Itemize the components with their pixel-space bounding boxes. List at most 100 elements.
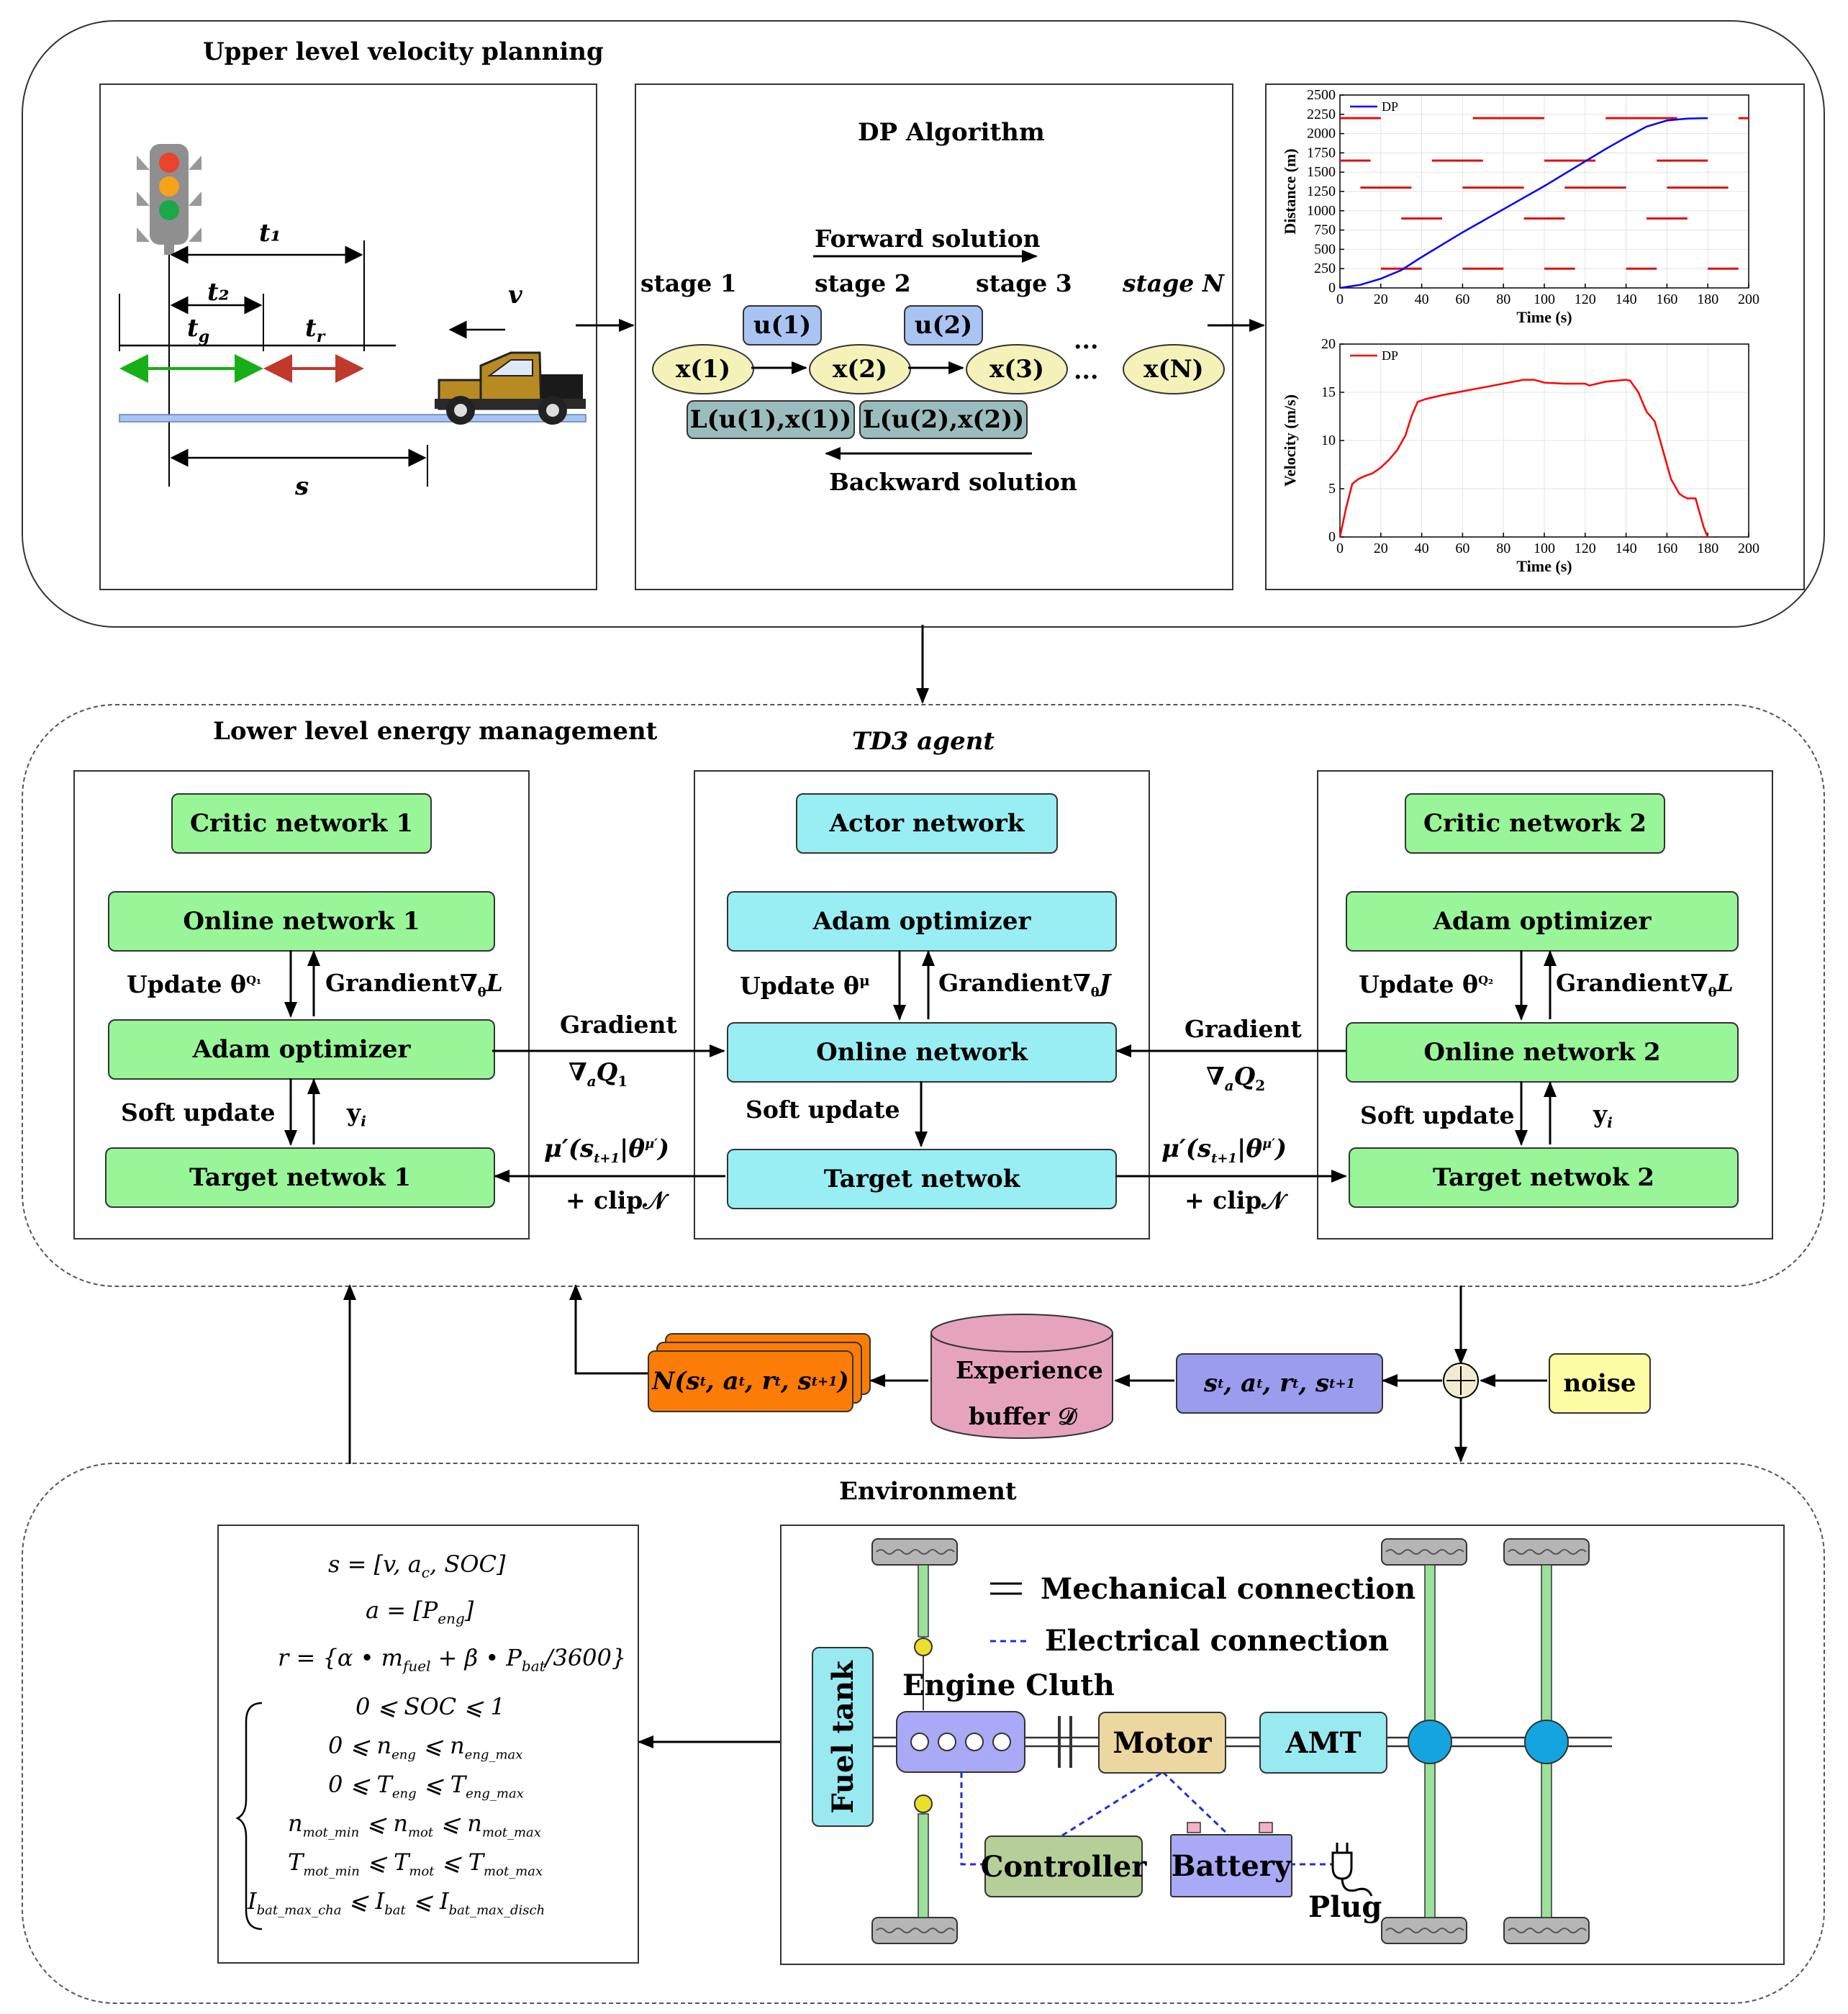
actor-online: Online network [727,1022,1117,1083]
x-tick-label: 160 [1656,292,1677,307]
x-axis-label: Time (s) [1516,308,1572,326]
dp-title: DP Algorithm [858,118,1045,147]
constraint-soc: 0 ⩽ SOC ⩽ 1 [355,1693,505,1720]
y-tick-label: 250 [1314,261,1336,276]
y-tick-label: 2500 [1307,87,1336,103]
control-u2: u(2) [904,305,983,346]
traffic-scene-panel: t₁ t₂ tg tr v s [99,83,597,590]
constraint-ibat: Ibat_max_cha ⩽ Ibat ⩽ Ibat_max_disch [248,1887,545,1918]
series-line [1339,117,1708,289]
gradient-q1-label: Gradient [560,1011,677,1039]
constraint-neng: 0 ⩽ neng ⩽ neng_max [328,1732,523,1763]
critic-2-target: Target netwok 2 [1349,1147,1739,1208]
constraint-tmot: Tmot_min ⩽ Tmot ⩽ Tmot_max [288,1848,543,1879]
forward-solution-label: Forward solution [815,225,1041,253]
t1-label: t₁ [259,219,281,248]
y-tick-label: 1750 [1307,145,1336,161]
x-tick-label: 100 [1534,541,1555,556]
x-tick-label: 20 [1374,541,1388,556]
t2-label: t₂ [207,278,230,307]
legend-label: DP [1382,348,1398,363]
stage-2-label: stage 2 [815,269,911,297]
y-tick-label: 15 [1321,384,1336,400]
battery-box: Battery [1170,1834,1292,1897]
x-tick-label: 60 [1455,541,1469,556]
clip-noise-right: + clip𝒩 [1185,1186,1285,1214]
x-tick-label: 0 [1336,541,1344,556]
y-axis-label: Distance (m) [1281,148,1299,234]
elec-connection-legend: Electrical connection [1045,1624,1390,1658]
noise-box: noise [1549,1353,1651,1414]
critic-1-online: Online network 1 [108,891,495,952]
motor-box: Motor [1098,1712,1226,1774]
y-tick-label: 0 [1328,280,1336,296]
truck-icon [435,351,586,425]
x-tick-label: 120 [1575,292,1596,307]
environment-title: Environment [839,1477,1017,1506]
stage-1-label: stage 1 [640,269,737,297]
y-tick-label: 5 [1328,481,1336,497]
series-line [1339,379,1709,538]
x-tick-label: 200 [1738,292,1759,307]
tg-label: tg [187,314,210,346]
action-equation: a = [Peng] [366,1597,474,1627]
x-tick-label: 40 [1415,292,1429,307]
y-tick-label: 1500 [1307,164,1336,180]
experience-buffer-line1: Experience [956,1356,1103,1384]
mdp-definition-panel [217,1525,639,1964]
state-x3: x(3) [966,344,1068,394]
td3-agent-title: TD3 agent [852,727,995,756]
x-axis-label: Time (s) [1516,557,1572,575]
critic-2-soft-update: Soft update [1360,1101,1515,1129]
critic-1-soft-update: Soft update [121,1098,276,1126]
traffic-scene-drawing [119,144,586,487]
traffic-light-icon [137,144,201,255]
y-tick-label: 1000 [1307,203,1336,219]
critic-1-title: Critic network 1 [171,793,432,854]
x-tick-label: 0 [1336,292,1344,307]
gradient-q1-expr: ∇aQ1 [569,1058,628,1090]
x-tick-label: 20 [1374,292,1388,307]
legend-label: DP [1382,99,1398,114]
amt-box: AMT [1259,1712,1387,1774]
stage-ellipsis-top: ··· [1074,333,1099,361]
target-policy-right: μ′(st+1|θμ′) [1161,1134,1287,1166]
x-tick-label: 140 [1616,541,1637,556]
gradient-q2-label: Gradient [1185,1015,1302,1043]
actor-gradient-label: Grandient∇θJ [938,969,1111,1001]
stage-n-label: stage N [1123,269,1224,297]
v-label: v [508,281,522,310]
y-tick-label: 0 [1328,529,1336,545]
state-equation: s = [v, ac, SOC] [328,1550,506,1581]
y-tick-label: 1250 [1307,184,1336,199]
critic-1-yi: yi [347,1098,366,1130]
plug-label: Plug [1308,1890,1382,1924]
critic-1-adam: Adam optimizer [108,1019,495,1080]
target-policy-left: μ′(st+1|θμ′) [544,1134,670,1166]
constraint-teng: 0 ⩽ Teng ⩽ Teng_max [328,1771,524,1802]
critic-1-target: Target netwok 1 [105,1147,495,1208]
critic-1-gradient-label: Grandient∇θL [325,969,503,1001]
reward-equation: r = {α • mfuel + β • Pbat/3600} [278,1644,627,1675]
y-tick-label: 750 [1314,222,1336,238]
fuel-tank: Fuel tank [812,1647,874,1827]
experience-buffer-line2: buffer 𝒟 [969,1402,1077,1430]
environment-section [22,1463,1825,2004]
critic-2-update-label: Update θQ₂ [1359,970,1494,998]
actor-target: Target netwok [727,1149,1117,1209]
x-tick-label: 140 [1616,292,1637,307]
x-tick-label: 180 [1697,292,1718,307]
x-tick-label: 60 [1455,292,1469,307]
x-tick-label: 80 [1496,541,1510,556]
critic-2-online: Online network 2 [1346,1022,1739,1083]
stage-3-label: stage 3 [976,269,1072,297]
state-xn: x(N) [1123,344,1225,394]
y-tick-label: 10 [1321,433,1336,448]
gradient-q2-expr: ∇aQ2 [1206,1062,1266,1094]
mech-connection-legend: Mechanical connection [1041,1572,1416,1606]
y-tick-label: 20 [1321,336,1336,352]
x-tick-label: 180 [1697,541,1718,556]
